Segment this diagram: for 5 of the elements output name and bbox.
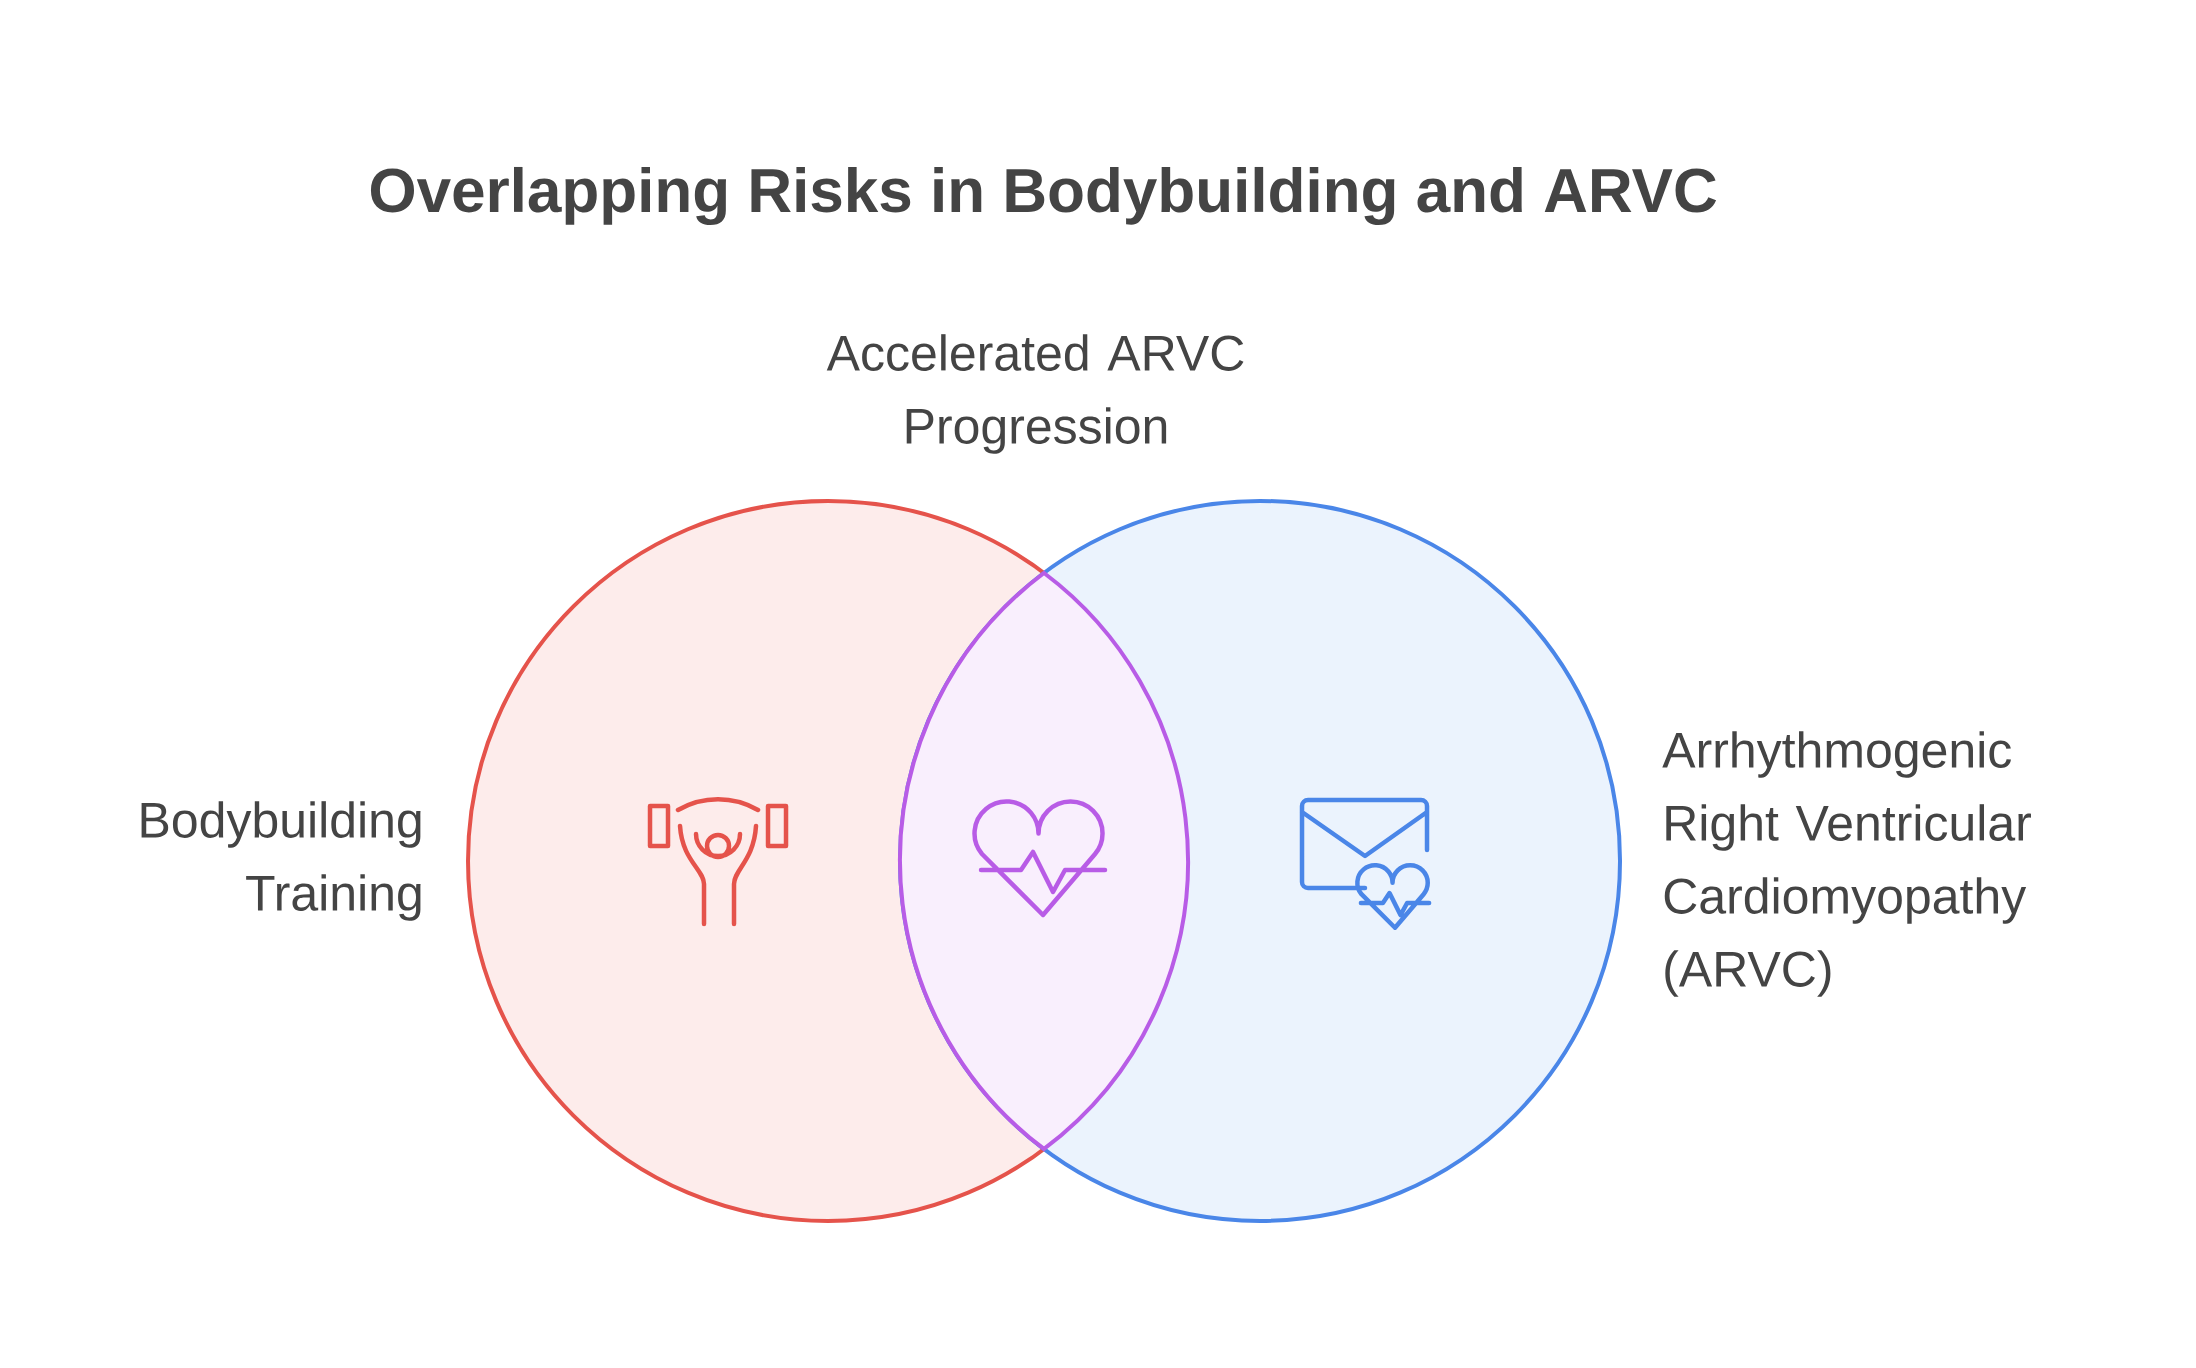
node-label: Arrhythmogenic Right Ventricular Cardiomyopathy (ARVC) bbox=[1662, 731, 2031, 997]
node-label: Bodybuilding Training bbox=[141, 801, 421, 921]
title: Overlapping Risks in Bodybuilding and ARVC bbox=[370, 166, 1717, 225]
overlap-lens: Accelerated ARVC Progression bbox=[826, 334, 1244, 1151]
node-label: Accelerated ARVC Progression bbox=[826, 334, 1244, 454]
